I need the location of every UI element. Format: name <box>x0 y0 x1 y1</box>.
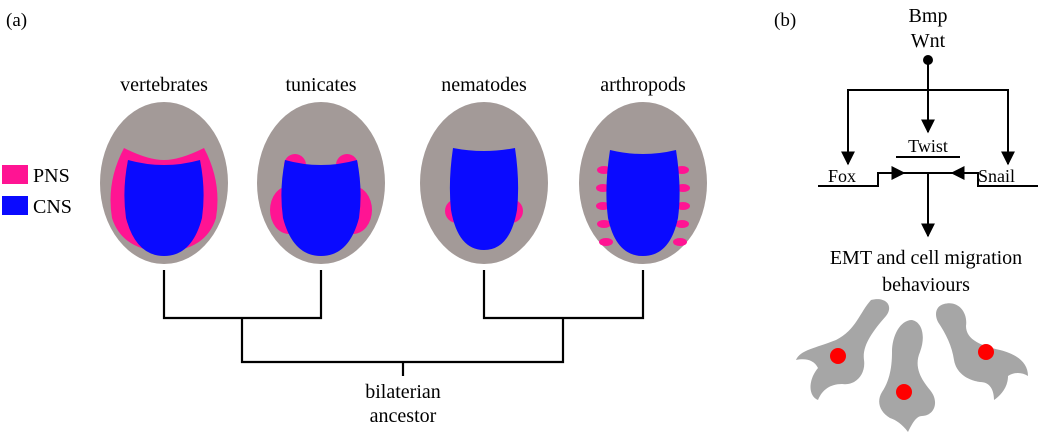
embryo-nematodes <box>420 102 548 264</box>
pns-region <box>599 238 613 246</box>
taxon-label-nematodes: nematodes <box>441 74 527 96</box>
legend-swatch-cns <box>2 196 28 215</box>
tree-root-join <box>242 318 563 362</box>
panel-a-label: (a) <box>6 10 27 31</box>
legend-label-cns: CNS <box>33 196 72 218</box>
migrating-cell-left <box>796 299 889 400</box>
migrating-cell-center <box>879 320 935 432</box>
migrating-cells <box>796 299 1028 432</box>
taxon-label-vertebrates: vertebrates <box>120 74 208 96</box>
cell-nucleus <box>896 384 912 400</box>
outcome-line1: EMT and cell migration <box>830 247 1022 269</box>
tree-clade-right <box>484 270 643 318</box>
taxon-label-arthropods: arthropods <box>600 74 686 96</box>
taxon-label-tunicates: tunicates <box>285 74 356 96</box>
pns-region <box>673 238 687 246</box>
cns-region <box>606 150 679 256</box>
embryo-tunicates <box>257 102 385 264</box>
cell-nucleus <box>830 348 846 364</box>
root-label-line2: ancestor <box>370 405 437 427</box>
root-label-line1: bilaterian <box>365 381 441 403</box>
cns-region <box>450 148 518 250</box>
gene-fox: Fox <box>828 166 856 186</box>
signal-bmp: Bmp <box>909 5 948 27</box>
gene-snail: Snail <box>978 166 1015 186</box>
outcome-line2: behaviours <box>882 274 970 296</box>
legend: PNS CNS <box>2 165 72 218</box>
panel-b-label: (b) <box>774 10 796 31</box>
legend-swatch-pns <box>2 165 28 184</box>
cell-nucleus <box>978 344 994 360</box>
phylogeny-tree <box>164 270 643 376</box>
embryo-arthropods <box>579 102 707 264</box>
tree-clade-left <box>164 270 321 318</box>
migrating-cell-right <box>936 303 1028 400</box>
signal-wnt: Wnt <box>911 30 946 52</box>
cell-body <box>879 320 935 432</box>
gene-twist: Twist <box>908 136 948 156</box>
embryo-vertebrates <box>100 102 228 264</box>
legend-label-pns: PNS <box>33 165 70 187</box>
